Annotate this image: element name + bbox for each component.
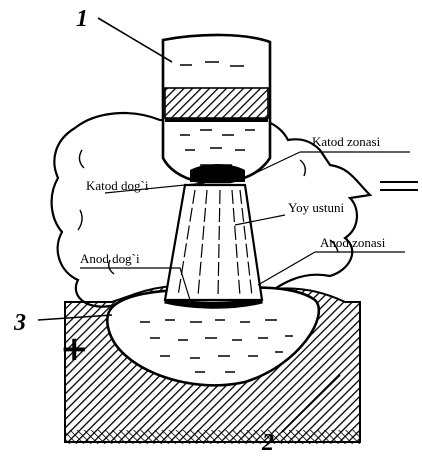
cathode-spot [190, 164, 245, 182]
label-number-3: 3 [13, 310, 26, 336]
flow-arrows [380, 182, 418, 190]
label-number-2: 2 [261, 430, 274, 456]
electrode-coating-band [165, 88, 268, 118]
label-cathode-zone: Katod zonasi [312, 134, 381, 149]
label-arc-column: Yoy ustuni [288, 200, 345, 215]
label-anode-spot: Anod dog`i [80, 251, 140, 266]
leader-1 [98, 18, 172, 62]
polarity-sign: + [60, 329, 89, 369]
label-anode-zone: Anod zonasi [320, 235, 386, 250]
label-cathode-spot: Katod dog`i [86, 178, 149, 193]
workpiece-base [65, 430, 360, 444]
label-number-1: 1 [76, 6, 88, 32]
